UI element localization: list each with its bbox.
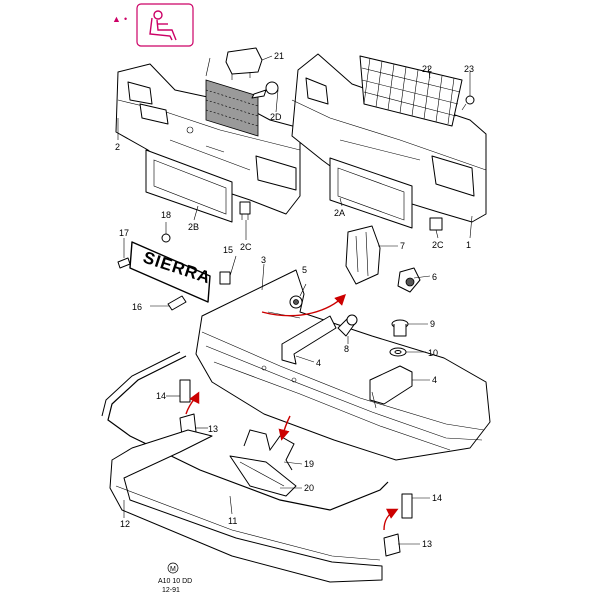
callout-2c-left: 2C [240, 242, 252, 252]
part-2c-clip-left [239, 201, 251, 220]
leader-lines [117, 55, 473, 545]
callout-22: 22 [422, 64, 432, 74]
part-15-clip [219, 271, 231, 285]
arrow-13-right [383, 508, 399, 531]
reference-code: A10 10 DD [158, 578, 192, 585]
arrow-19 [278, 415, 291, 441]
callout-2a: 2A [334, 208, 345, 218]
callout-11: 11 [228, 516, 237, 526]
part-17-screw [117, 257, 131, 269]
callout-23: 23 [464, 64, 474, 74]
callout-16: 16 [132, 302, 142, 312]
part-14-right-clip [401, 493, 413, 519]
part-9-bush [391, 319, 409, 337]
plate-bracket-2d [205, 79, 259, 137]
part-20-retainer [229, 455, 297, 497]
drawing-reference: M A10 10 DD 12-91 [158, 562, 192, 594]
part-7-bracket [345, 225, 381, 285]
callout-3: 3 [261, 255, 266, 265]
part-10-washer [389, 347, 407, 357]
callout-19: 19 [304, 459, 314, 469]
callout-labels: 21 2D 22 23 2 2B 18 2C 2A 2C 1 17 15 3 5… [115, 51, 474, 549]
reference-date: 12-91 [162, 587, 180, 594]
part-2d-screw [251, 81, 279, 99]
symbol-suffix: • [124, 14, 127, 24]
callout-10: 10 [428, 348, 438, 358]
part-12-lower-strip [109, 429, 383, 583]
bumper-cover [195, 269, 491, 461]
callout-9: 9 [430, 319, 435, 329]
part-4-upper-bracket [281, 315, 337, 365]
seat-icon [149, 10, 177, 41]
part-21-connector [225, 47, 263, 80]
part-19-spring-clip [243, 429, 295, 471]
number-plate: SIERRA [129, 241, 213, 303]
callout-13-left: 13 [208, 424, 218, 434]
callout-2: 2 [115, 142, 120, 152]
part-5-clip [289, 295, 303, 309]
part-6-bush [397, 267, 421, 293]
part-14-left-clip [179, 379, 191, 403]
part-23-fastener [461, 95, 475, 111]
seat-symbol: ▲ • [112, 3, 194, 47]
arrow-13-left [185, 391, 200, 415]
callout-13-right: 13 [422, 539, 432, 549]
triangle-marker-icon: ▲ [112, 14, 121, 24]
part-8-bolt [337, 314, 358, 337]
callout-2c-right: 2C [432, 240, 444, 250]
callout-21: 21 [274, 51, 284, 61]
callout-15: 15 [223, 245, 233, 255]
part-4-lower-bracket [369, 365, 413, 409]
callout-2b: 2B [188, 222, 199, 232]
plate-recess-2b [145, 149, 233, 223]
part-22-storage-net [359, 55, 463, 127]
part-13-right-clip [383, 533, 401, 557]
callout-7: 7 [400, 241, 405, 251]
part-16-screw [167, 295, 187, 311]
rear-panel-left [115, 63, 301, 215]
callout-12: 12 [120, 519, 130, 529]
callout-5: 5 [302, 265, 307, 275]
callout-1: 1 [466, 240, 471, 250]
callout-6: 6 [432, 272, 437, 282]
plate-recess-2a [329, 157, 413, 229]
callout-2d: 2D [270, 112, 282, 122]
callout-20: 20 [304, 483, 314, 493]
callout-4-upper: 4 [316, 358, 321, 368]
reference-marker-circle [167, 562, 179, 574]
arrow-clip-to-bracket [261, 294, 346, 317]
part-18-nut [161, 233, 171, 243]
callout-18: 18 [161, 210, 171, 220]
callout-17: 17 [119, 228, 129, 238]
rear-panel-right [291, 53, 487, 223]
part-2c-clip-right [429, 217, 443, 231]
seat-icon-frame [136, 3, 194, 47]
callout-14-left: 14 [156, 391, 166, 401]
assembly-arrows [185, 294, 399, 531]
callout-8: 8 [344, 344, 349, 354]
callout-14-right: 14 [432, 493, 442, 503]
callout-4-lower: 4 [432, 375, 437, 385]
reference-marker: M [170, 566, 176, 573]
